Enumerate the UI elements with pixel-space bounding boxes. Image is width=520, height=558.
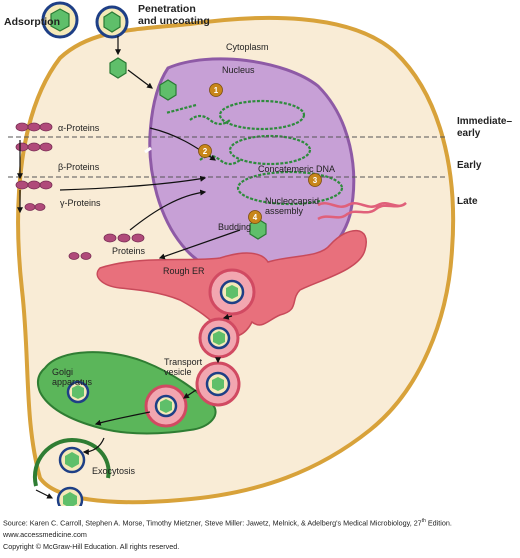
label-golgi-line1: Golgi bbox=[52, 367, 73, 377]
label-rough-er: Rough ER bbox=[163, 266, 205, 276]
label-beta-proteins: β-Proteins bbox=[58, 162, 100, 172]
phase-immediate-early-line2: early bbox=[457, 128, 481, 139]
phase-immediate-early-line1: Immediate– bbox=[457, 116, 512, 127]
diagram-canvas: 1 2 3 4 Adsorption Penetration and uncoa… bbox=[4, 1, 512, 514]
label-transport-line1: Transport bbox=[164, 357, 203, 367]
label-nucleus: Nucleus bbox=[222, 65, 255, 75]
source-citation: Source: Karen C. Carroll, Stephen A. Mor… bbox=[3, 518, 452, 527]
step-badge-1: 1 bbox=[214, 86, 219, 95]
label-proteins: Proteins bbox=[112, 246, 146, 256]
label-exocytosis: Exocytosis bbox=[92, 466, 136, 476]
source-suffix: Edition. bbox=[425, 518, 452, 528]
copyright-notice: Copyright © McGraw-Hill Education. All r… bbox=[3, 542, 180, 551]
viral-dna bbox=[165, 99, 344, 206]
label-nucleocapsid-line1: Nucleocapsid bbox=[265, 196, 319, 206]
label-transport-line2: vesicle bbox=[164, 367, 192, 377]
label-cytoplasm: Cytoplasm bbox=[226, 42, 269, 52]
label-golgi-line2: apparatus bbox=[52, 377, 93, 387]
step-badge-3: 3 bbox=[313, 176, 318, 185]
step-badges: 1 2 3 4 bbox=[198, 83, 322, 224]
phase-late: Late bbox=[457, 196, 478, 207]
source-text: Source: Karen C. Carroll, Stephen A. Mor… bbox=[3, 518, 422, 528]
ribosomes bbox=[15, 122, 145, 260]
label-penetration-line1: Penetration bbox=[138, 3, 196, 15]
step-badge-2: 2 bbox=[203, 147, 208, 156]
virions bbox=[41, 1, 267, 514]
label-penetration-line2: and uncoating bbox=[138, 15, 210, 27]
exocytosis-pocket bbox=[32, 437, 111, 487]
label-gamma-proteins: γ-Proteins bbox=[60, 198, 101, 208]
nuclear-pore bbox=[144, 146, 152, 154]
label-adsorption: Adsorption bbox=[4, 16, 60, 28]
label-concatemeric-dna: Concatemeric DNA bbox=[258, 164, 335, 174]
phase-dividers bbox=[8, 136, 448, 178]
phase-early: Early bbox=[457, 160, 482, 171]
flow-arrows bbox=[17, 36, 241, 499]
label-nucleocapsid-line2: assembly bbox=[265, 206, 304, 216]
label-alpha-proteins: α-Proteins bbox=[58, 123, 100, 133]
website-link[interactable]: www.accessmedicine.com bbox=[3, 530, 87, 539]
label-budding: Budding bbox=[218, 222, 251, 232]
source-edition-sup: th bbox=[421, 518, 426, 524]
concatemeric-dna bbox=[317, 201, 407, 221]
step-badge-4: 4 bbox=[253, 213, 258, 222]
